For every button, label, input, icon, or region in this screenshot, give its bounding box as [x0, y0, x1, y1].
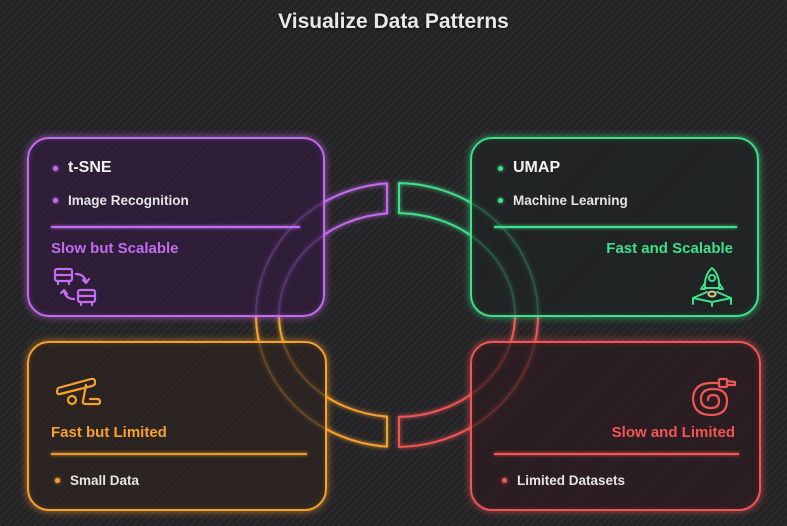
quadrant-card-tsne: t-SNE Image Recognition Slow but Scalabl… [27, 137, 325, 317]
divider [51, 226, 300, 228]
method-name: t-SNE [68, 159, 112, 176]
database-swap-icon [53, 267, 97, 307]
list-item: Machine Learning [498, 193, 628, 208]
status-label: Fast but Limited [51, 424, 167, 441]
divider [51, 453, 307, 455]
divider [494, 453, 739, 455]
rocket-icon [692, 267, 732, 307]
tow-truck-icon [55, 377, 101, 406]
list-item: UMAP [498, 159, 560, 177]
page-title: Visualize Data Patterns [278, 10, 509, 33]
divider [494, 226, 737, 228]
quadrant-card-limited-datasets: Slow and Limited Limited Datasets [470, 341, 761, 511]
bullet-icon [498, 198, 503, 203]
list-item: Limited Datasets [502, 473, 625, 488]
coiled-cable-icon [691, 377, 737, 417]
list-item: Small Data [55, 473, 139, 488]
bullet-icon [55, 478, 60, 483]
bullet-icon [53, 165, 58, 171]
status-label: Slow but Scalable [51, 240, 179, 257]
list-item: Image Recognition [53, 193, 189, 208]
use-case: Small Data [70, 473, 140, 488]
quadrant-card-umap: UMAP Machine Learning Fast and Scalable [470, 137, 759, 317]
use-case: Limited Datasets [517, 473, 626, 488]
method-name: UMAP [513, 159, 561, 176]
use-case: Image Recognition [68, 193, 189, 208]
list-item: t-SNE [53, 159, 112, 177]
status-label: Slow and Limited [611, 424, 735, 441]
use-case: Machine Learning [513, 193, 628, 208]
quadrant-card-small-data: Fast but Limited Small Data [27, 341, 327, 511]
bullet-icon [53, 198, 58, 203]
status-label: Fast and Scalable [606, 240, 733, 257]
bullet-icon [498, 165, 503, 171]
bullet-icon [502, 478, 507, 483]
